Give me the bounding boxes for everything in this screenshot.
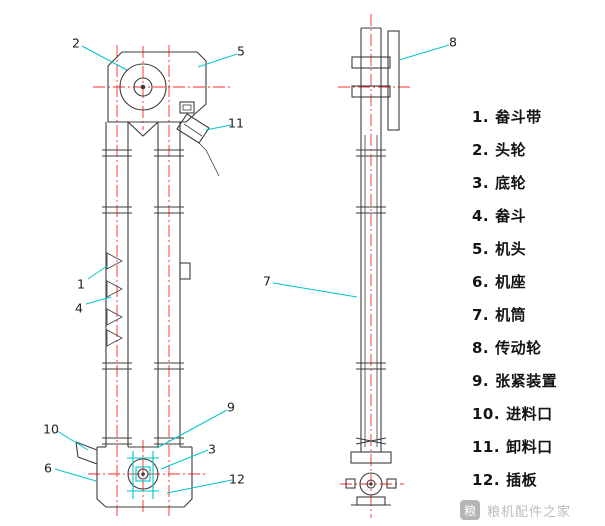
feed-inlet	[75, 441, 98, 465]
legend-num: 1.	[472, 107, 490, 126]
leader-line-8	[398, 44, 450, 61]
elevator-boot	[75, 441, 193, 508]
leader-line-10	[56, 430, 89, 451]
callout-12: 12	[229, 472, 245, 487]
callout-8: 8	[449, 35, 457, 50]
legend-num: 8.	[472, 338, 490, 357]
leader-line-7	[272, 282, 358, 298]
legend-num: 10.	[472, 404, 501, 423]
legend-item-2: 2. 头轮	[472, 133, 602, 166]
legend-item-6: 6. 机座	[472, 265, 602, 298]
watermark-logo-icon: 粮	[459, 500, 480, 520]
elevator-head	[107, 51, 207, 137]
legend-name: 畚斗	[495, 207, 527, 225]
legend-name: 头轮	[495, 141, 527, 159]
tensioning-device	[127, 451, 159, 499]
legend-name: 进料口	[506, 405, 553, 423]
casing-legs	[102, 122, 191, 447]
leader-line-12	[166, 479, 233, 494]
legend-item-11: 11. 卸料口	[472, 430, 602, 463]
legend-num: 11.	[472, 437, 501, 456]
leader-line-3	[160, 449, 209, 470]
legend-name: 卸料口	[506, 438, 553, 456]
legend-num: 12.	[472, 470, 501, 489]
callout-7: 7	[263, 274, 271, 289]
callout-2: 2	[72, 36, 80, 51]
boot-pulley-circle	[127, 458, 159, 490]
legend-num: 5.	[472, 239, 490, 258]
legend-name: 机座	[495, 273, 527, 291]
legend-num: 9.	[472, 371, 490, 390]
watermark-text: 粮机配件之家	[486, 504, 571, 520]
leader-line-1	[87, 265, 108, 280]
front-view	[75, 51, 220, 508]
legend-num: 6.	[472, 272, 490, 291]
callout-3: 3	[208, 442, 216, 457]
legend-item-9: 9. 张紧装置	[472, 364, 602, 397]
legend-item-10: 10. 进料口	[472, 397, 602, 430]
legend-num: 3.	[472, 173, 490, 192]
legend-num: 2.	[472, 140, 490, 159]
leader-line-11	[205, 124, 232, 131]
legend-item-3: 3. 底轮	[472, 166, 602, 199]
leader-line-6	[54, 468, 97, 482]
flange-joints-left	[102, 149, 132, 445]
legend-item-5: 5. 机头	[472, 232, 602, 265]
legend-item-7: 7. 机筒	[472, 298, 602, 331]
leader-line-5	[197, 53, 238, 68]
callout-6: 6	[44, 461, 52, 476]
callout-4: 4	[75, 301, 83, 316]
callout-1: 1	[77, 277, 85, 292]
buckets	[106, 252, 123, 347]
drive-wheel	[351, 30, 400, 131]
side-casing	[355, 27, 387, 452]
side-boot	[345, 451, 397, 506]
legend-name: 插板	[506, 471, 538, 489]
leader-line-2	[81, 45, 128, 71]
legend-name: 底轮	[495, 174, 527, 192]
callout-5: 5	[237, 44, 245, 59]
side-view	[345, 27, 400, 506]
callout-9: 9	[227, 400, 235, 415]
legend-name: 机头	[495, 240, 527, 258]
legend-item-8: 8. 传动轮	[472, 331, 602, 364]
legend-item-1: 1. 畚斗带	[472, 100, 602, 133]
discharge-spout	[176, 113, 220, 177]
legend-item-12: 12. 插板	[472, 463, 602, 496]
legend-name: 传动轮	[495, 339, 542, 357]
legend-name: 畚斗带	[495, 108, 542, 126]
head-pulley-circle	[119, 63, 167, 111]
flange-joints-right	[154, 149, 184, 445]
callout-numbers: 1 2 3 4 5 6 7 8 9 10 11 12	[43, 35, 457, 487]
legend-name: 张紧装置	[495, 372, 558, 390]
legend-item-4: 4. 畚斗	[472, 199, 602, 232]
watermark: 粮 粮机配件之家	[459, 500, 571, 520]
leader-line-9	[156, 409, 228, 449]
callout-10: 10	[43, 422, 59, 437]
leader-lines	[54, 44, 450, 494]
inspection-door	[179, 262, 191, 280]
parts-legend: 1. 畚斗带 2. 头轮 3. 底轮 4. 畚斗 5. 机头 6. 机座 7. 机筒 8. 传动…	[472, 100, 602, 496]
legend-num: 4.	[472, 206, 490, 225]
leader-line-4	[85, 296, 112, 305]
callout-11: 11	[228, 116, 244, 131]
flange-joints-side	[355, 149, 387, 445]
legend-num: 7.	[472, 305, 490, 324]
legend-name: 机筒	[495, 306, 527, 324]
